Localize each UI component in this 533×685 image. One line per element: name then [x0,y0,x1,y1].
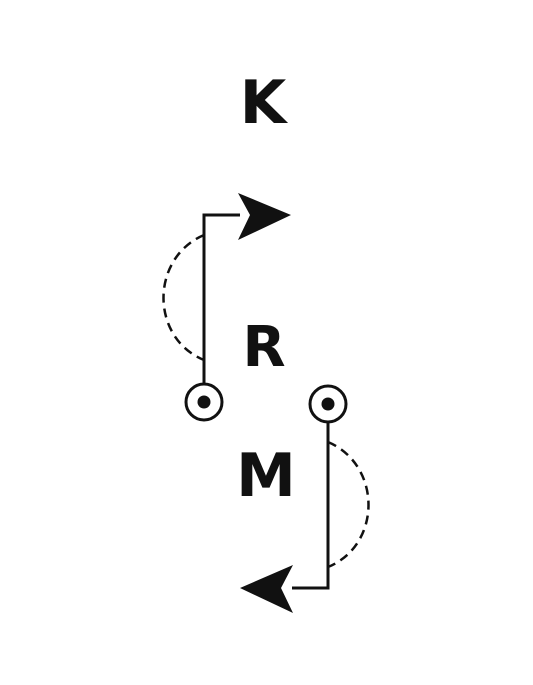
node-dot [321,397,335,411]
upper-connector [162,193,291,383]
lower-connector [240,422,370,613]
upper-connector-line [202,213,240,383]
right-arrowhead-icon [238,193,291,240]
label-m: M [236,441,296,511]
label-k: K [240,68,289,138]
lower-node [308,384,348,424]
left-arrowhead-icon [240,565,293,613]
node-dot [197,395,211,409]
upper-dashed-arc [162,233,205,362]
label-r: R [242,315,285,380]
upper-node [184,382,224,422]
lower-connector-line [292,422,330,590]
lower-dashed-arc [327,440,370,569]
